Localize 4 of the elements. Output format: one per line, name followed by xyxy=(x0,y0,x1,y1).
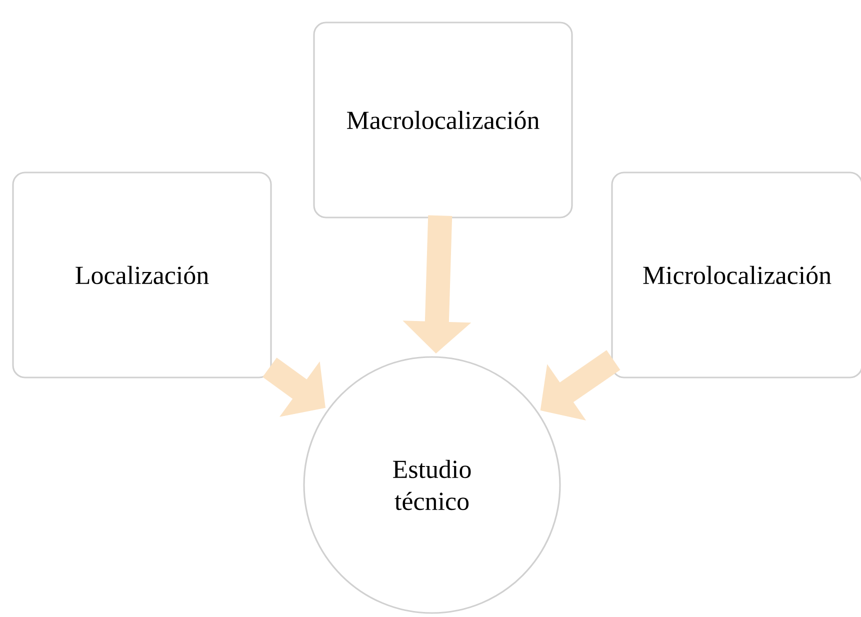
rounded-box: Localización xyxy=(12,172,272,378)
rounded-box: Macrolocalización xyxy=(313,22,573,218)
rounded-box: Microlocalización xyxy=(611,172,861,378)
circle-node: Estudio técnico xyxy=(303,356,561,614)
